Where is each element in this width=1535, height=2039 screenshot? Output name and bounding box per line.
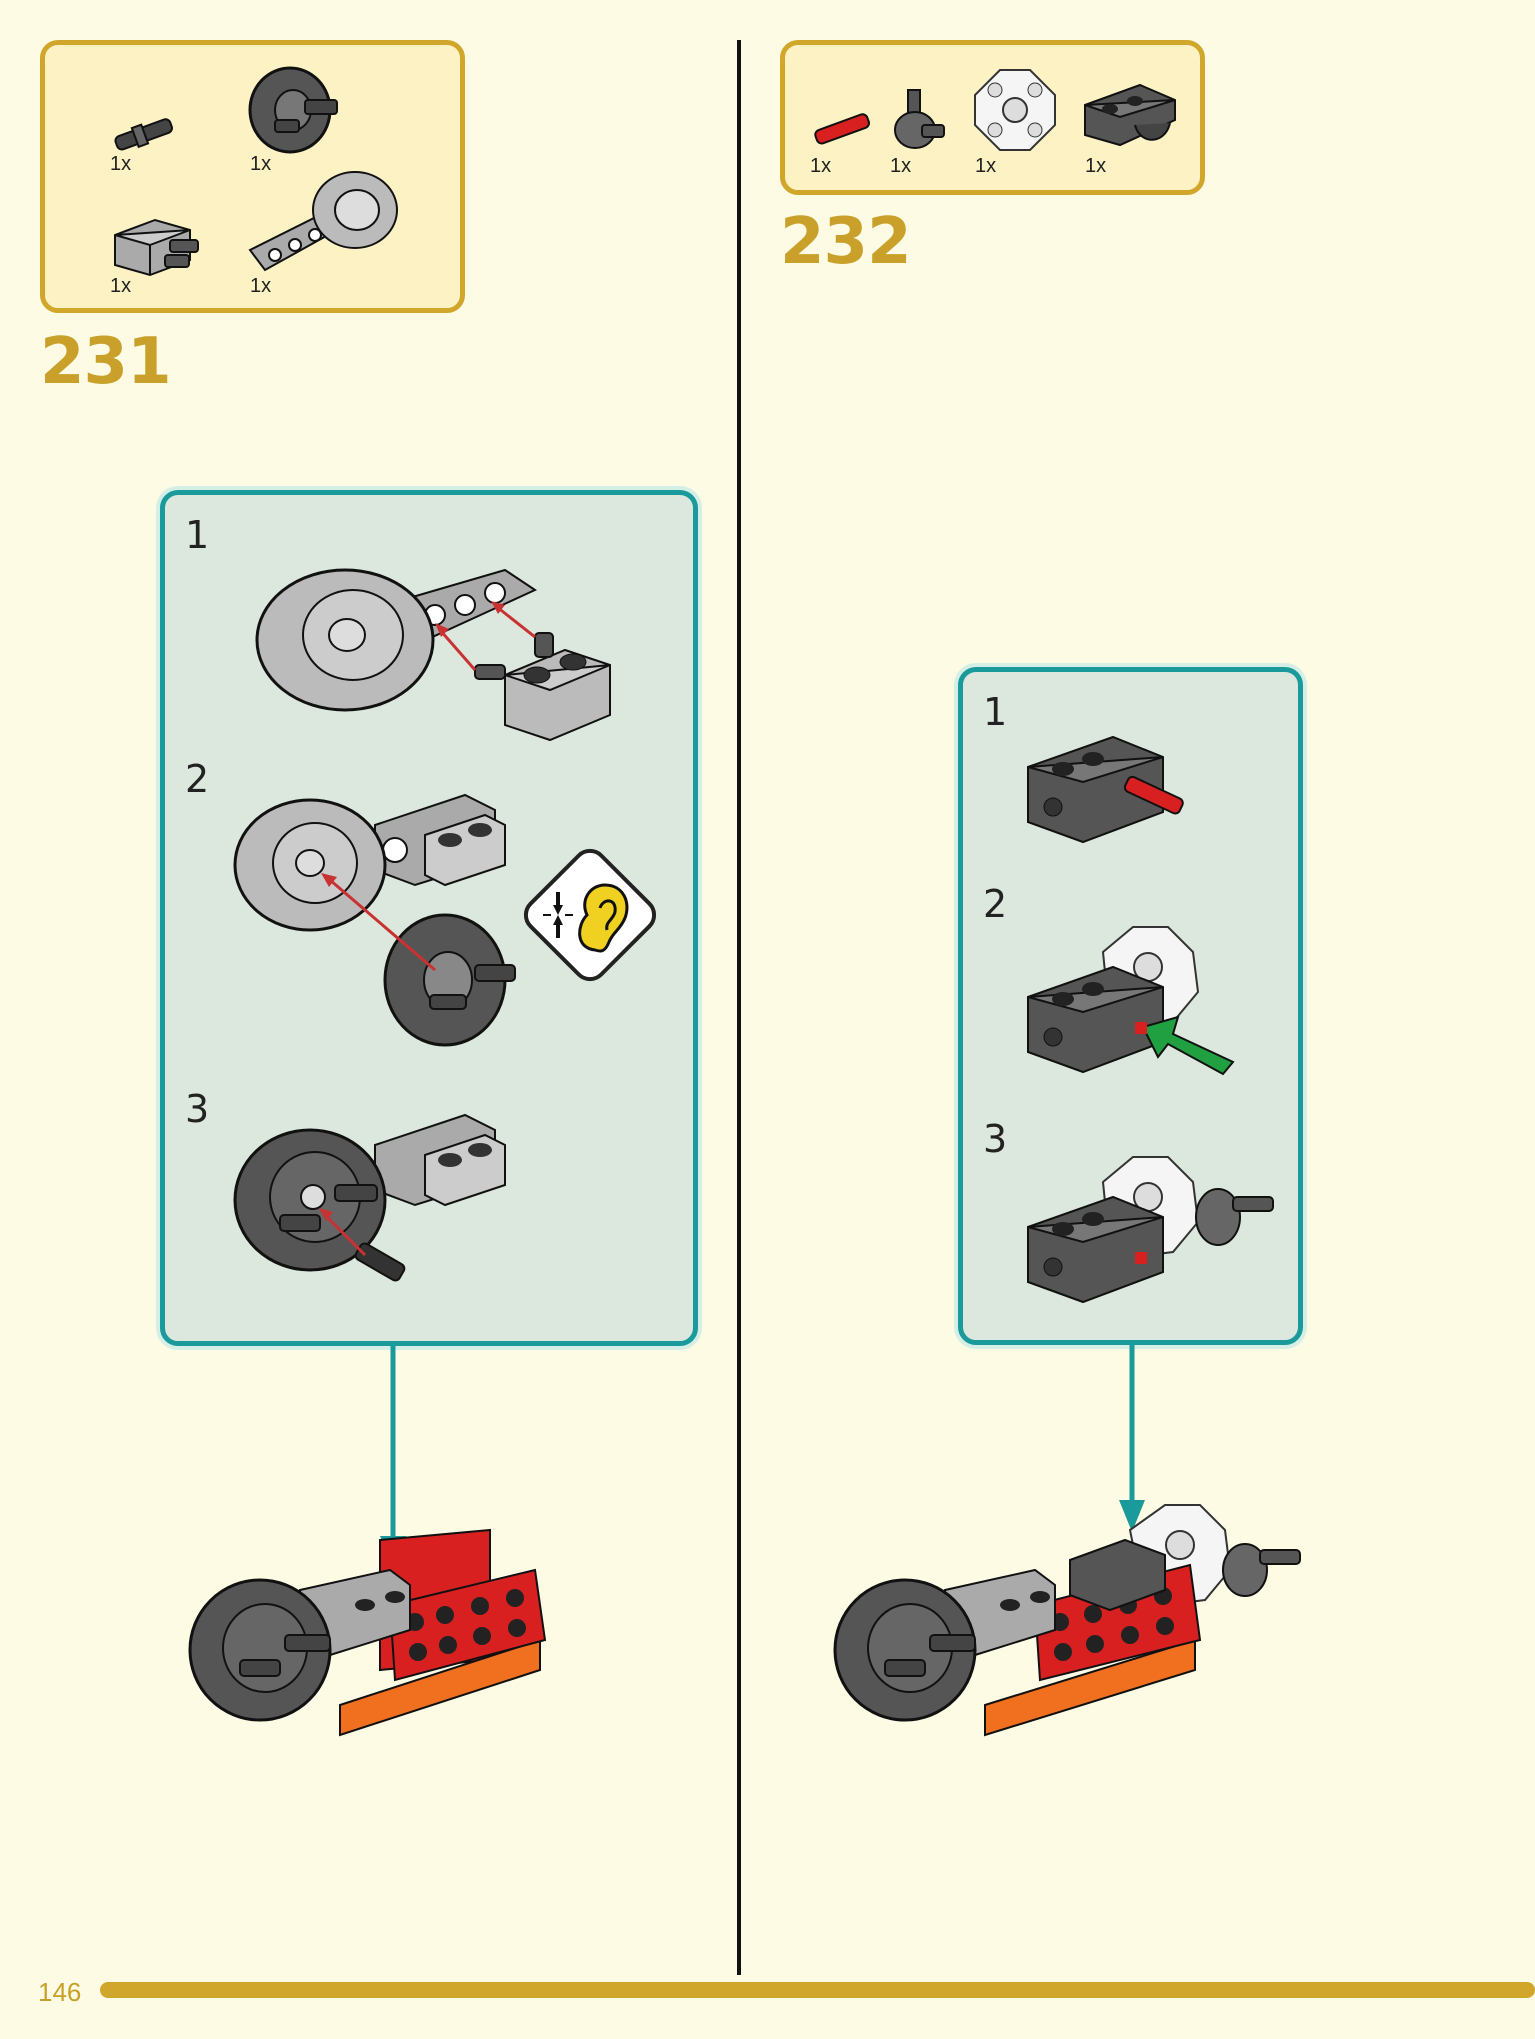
dark-wheel-hub-icon (248, 66, 338, 154)
pin-connector-icon (114, 118, 173, 151)
substep-number: 1 (185, 513, 210, 557)
white-octagon-connector-icon (974, 69, 1056, 151)
substep-number: 3 (983, 1117, 1008, 1161)
part-qty: 1x (110, 153, 132, 175)
click-sound-ear-icon (523, 848, 657, 982)
part-qty: 1x (975, 155, 997, 177)
part-qty: 1x (250, 153, 272, 175)
substep-number: 2 (185, 757, 210, 801)
substep-number: 3 (185, 1087, 210, 1131)
substep-3-illustration (233, 1113, 506, 1282)
column-divider (737, 40, 741, 1975)
footer-bar (100, 1982, 1535, 1998)
subassembly-box-231: 1 2 3 (160, 490, 698, 1346)
part-qty: 1x (1085, 155, 1107, 177)
dark-bracket-icon (1084, 83, 1176, 147)
step-number: 232 (780, 205, 912, 279)
parts-list-232: 1x 1x 1x 1x (780, 40, 1205, 195)
model-illustration-231 (188, 1528, 547, 1737)
parts-list-231: 1x 1x 1x 1x (40, 40, 465, 313)
substep-1-illustration (1027, 735, 1184, 844)
part-qty: 1x (110, 275, 132, 297)
step-number: 231 (40, 325, 172, 399)
subassembly-box-232: 1 2 3 (958, 667, 1303, 1345)
assembly-arrow-232 (1119, 1345, 1145, 1532)
substep-1-illustration (255, 568, 611, 742)
part-qty: 1x (250, 275, 272, 297)
substep-number: 1 (983, 690, 1008, 734)
substep-2-illustration (233, 793, 516, 1047)
part-qty: 1x (810, 155, 832, 177)
substep-2-illustration (1027, 926, 1235, 1076)
arm-with-wheel-icon (248, 171, 398, 272)
page-number: 146 (38, 1977, 82, 2007)
part-qty: 1x (890, 155, 912, 177)
axle-connector-icon (894, 89, 945, 149)
model-illustration-232 (833, 1504, 1301, 1737)
substep-3-illustration (1027, 1156, 1274, 1304)
substep-number: 2 (983, 882, 1008, 926)
red-axle-icon (814, 113, 870, 145)
brick-with-pins-icon (114, 218, 199, 277)
